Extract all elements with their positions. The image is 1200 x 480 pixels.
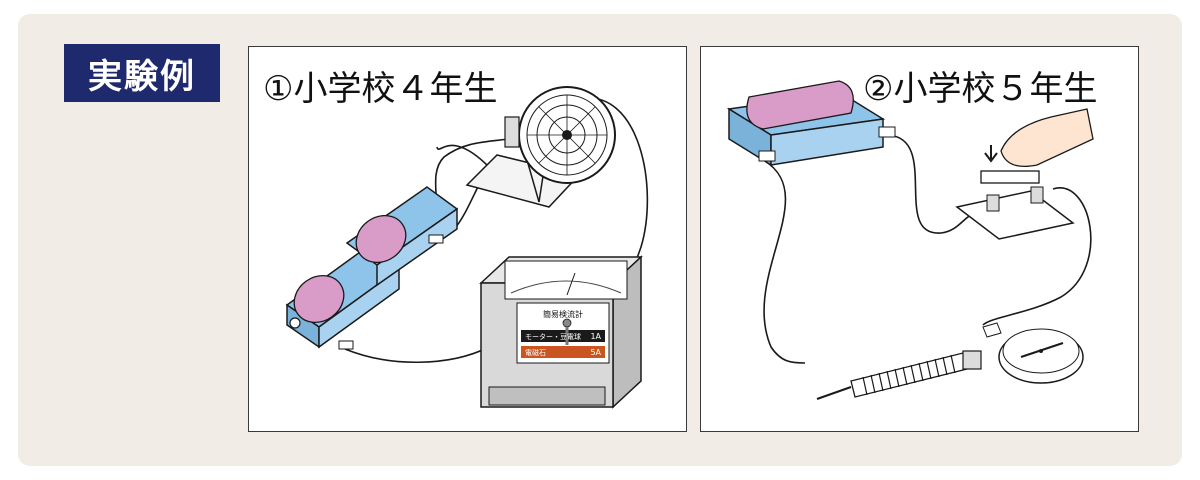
compass	[998, 328, 1084, 384]
wire-battery-to-coil	[763, 160, 806, 364]
wire-switch-to-coil	[982, 187, 1092, 326]
meter-name: 簡易検流計	[543, 309, 583, 319]
electromagnet-coil	[816, 322, 1002, 400]
wire-battery-to-switch	[886, 134, 972, 234]
push-switch	[955, 108, 1094, 240]
meter-row1-value: 1A	[590, 332, 601, 341]
meter-row2-label: 電磁石	[525, 348, 546, 357]
battery-pack	[285, 186, 459, 350]
panel-grade4-title: ①小学校４年生	[263, 69, 498, 109]
panel-grade5-title: ②小学校５年生	[863, 69, 1098, 109]
panel-grade5: ②小学校５年生	[700, 46, 1139, 432]
battery-holder	[726, 80, 896, 167]
fan	[465, 86, 616, 208]
panel-grade4: 簡易検流計 モーター・豆電球 1A 電磁石 5A ①小学校４年生	[248, 46, 687, 432]
grade4-circuit-illustration: 簡易検流計 モーター・豆電球 1A 電磁石 5A	[285, 86, 649, 409]
meter-row1-label: モーター・豆電球	[525, 332, 581, 341]
meter-row2-value: 5A	[590, 348, 601, 357]
wires	[763, 134, 1092, 364]
galvanometer: 簡易検流計 モーター・豆電球 1A 電磁石 5A	[479, 255, 643, 409]
grade5-circuit-illustration	[726, 80, 1094, 400]
experiment-example-badge: 実験例	[64, 44, 220, 102]
finger	[1000, 108, 1094, 168]
